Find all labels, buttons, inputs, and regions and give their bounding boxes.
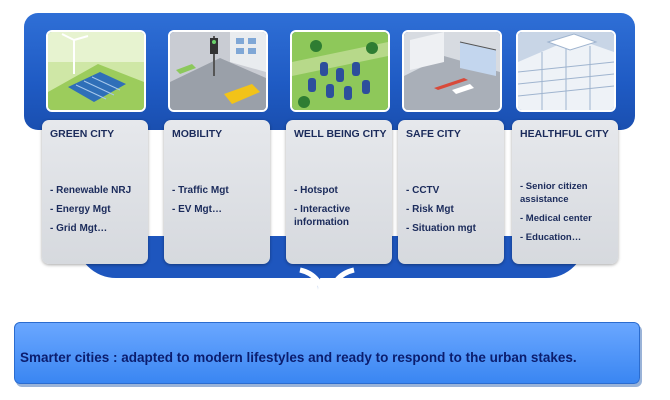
card-well-being-city: WELL BEING CITY - Hotspot - Interactive … xyxy=(286,30,392,264)
list-item: - Senior citizen assistance xyxy=(520,181,588,205)
card-panel: HEALTHFUL CITY - Senior citizen assistan… xyxy=(512,120,618,264)
well-being-illustration xyxy=(290,30,390,112)
list-item: - Situation mgt xyxy=(406,223,476,234)
list-item: - Renewable NRJ xyxy=(50,185,132,196)
card-items: - CCTV - Risk Mgt - Situation mgt xyxy=(406,184,502,241)
list-item: - Traffic Mgt xyxy=(172,185,229,196)
card-safe-city: SAFE CITY - CCTV - Risk Mgt - Situation … xyxy=(398,30,504,264)
green-city-illustration xyxy=(46,30,146,112)
list-item: - Grid Mgt… xyxy=(50,223,108,234)
card-mobility: MOBILITY - Traffic Mgt - EV Mgt… xyxy=(164,30,270,264)
summary-text: Smarter cities : adapted to modern lifes… xyxy=(20,350,577,365)
list-item: - Energy Mgt xyxy=(50,204,111,215)
card-title: MOBILITY xyxy=(172,128,223,140)
list-item: - CCTV xyxy=(406,185,440,196)
safe-city-illustration xyxy=(402,30,502,112)
list-item: - Hotspot xyxy=(294,185,338,196)
card-panel: SAFE CITY - CCTV - Risk Mgt - Situation … xyxy=(398,120,504,264)
card-title: GREEN CITY xyxy=(50,128,115,140)
card-green-city: GREEN CITY - Renewable NRJ - Energy Mgt … xyxy=(42,30,148,264)
card-items: - Traffic Mgt - EV Mgt… xyxy=(172,184,268,222)
card-panel: GREEN CITY - Renewable NRJ - Energy Mgt … xyxy=(42,120,148,264)
list-item: - Risk Mgt xyxy=(406,204,454,215)
card-items: - Senior citizen assistance - Medical ce… xyxy=(520,180,616,250)
list-item: - Medical center xyxy=(520,213,592,224)
card-title: SAFE CITY xyxy=(406,128,461,140)
card-panel: MOBILITY - Traffic Mgt - EV Mgt… xyxy=(164,120,270,264)
card-title: HEALTHFUL CITY xyxy=(520,128,609,140)
healthful-city-illustration xyxy=(516,30,616,112)
list-item: - Education… xyxy=(520,232,582,243)
card-healthful-city: HEALTHFUL CITY - Senior citizen assistan… xyxy=(512,30,618,264)
list-item: - EV Mgt… xyxy=(172,204,222,215)
card-items: - Hotspot - Interactive information xyxy=(294,184,390,235)
list-item: - Interactive information xyxy=(294,204,351,228)
mobility-illustration xyxy=(168,30,268,112)
summary-box xyxy=(14,322,640,384)
card-items: - Renewable NRJ - Energy Mgt - Grid Mgt… xyxy=(50,184,146,241)
card-title: WELL BEING CITY xyxy=(294,128,387,140)
card-panel: WELL BEING CITY - Hotspot - Interactive … xyxy=(286,120,392,264)
